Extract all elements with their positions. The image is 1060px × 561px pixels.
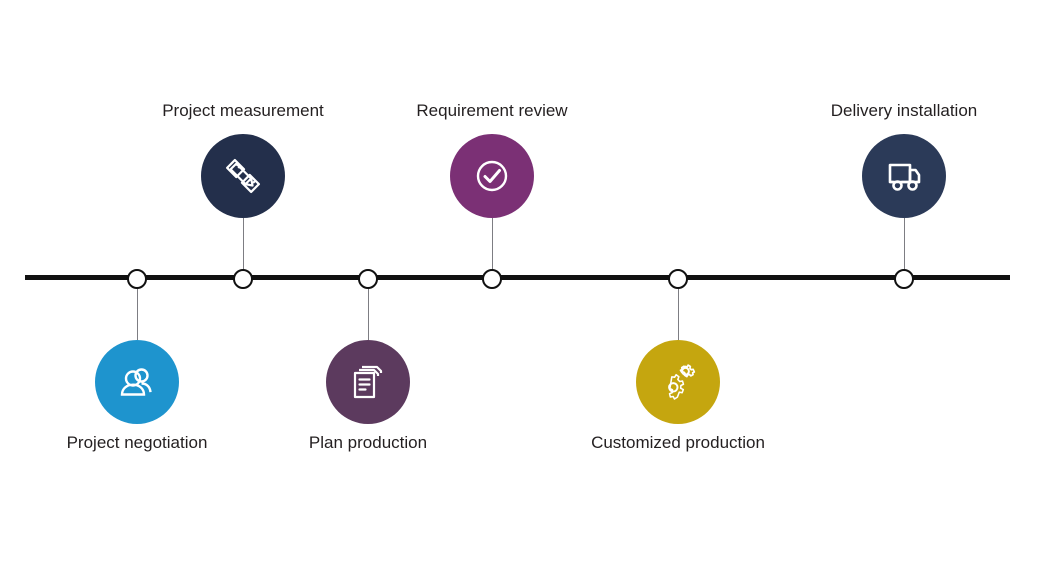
pencil-ruler-icon <box>220 153 266 199</box>
step-icon-bubble-project-measurement[interactable] <box>201 134 285 218</box>
step-icon-bubble-requirement-review[interactable] <box>450 134 534 218</box>
step-label-project-negotiation: Project negotiation <box>66 433 208 452</box>
timeline-node-customized-production[interactable] <box>668 269 688 289</box>
timeline-node-plan-production[interactable] <box>358 269 378 289</box>
step-icon-bubble-delivery-installation[interactable] <box>862 134 946 218</box>
timeline-node-delivery-installation[interactable] <box>894 269 914 289</box>
step-label-delivery-installation: Delivery installation <box>830 101 978 120</box>
check-circle-icon <box>469 153 515 199</box>
step-icon-bubble-plan-production[interactable] <box>326 340 410 424</box>
step-icon-bubble-project-negotiation[interactable] <box>95 340 179 424</box>
stem-project-negotiation <box>137 277 138 340</box>
step-label-requirement-review: Requirement review <box>416 101 568 120</box>
timeline-node-project-measurement[interactable] <box>233 269 253 289</box>
step-label-project-measurement: Project measurement <box>162 101 324 120</box>
stem-requirement-review <box>492 218 493 277</box>
gears-icon <box>655 359 701 405</box>
step-label-plan-production: Plan production <box>308 433 428 452</box>
stem-customized-production <box>678 277 679 340</box>
documents-icon <box>345 359 391 405</box>
stem-delivery-installation <box>904 218 905 277</box>
step-icon-bubble-customized-production[interactable] <box>636 340 720 424</box>
stem-project-measurement <box>243 218 244 277</box>
timeline-node-project-negotiation[interactable] <box>127 269 147 289</box>
delivery-truck-icon <box>881 153 927 199</box>
timeline-rail <box>25 275 1010 280</box>
step-label-customized-production: Customized production <box>591 433 765 452</box>
stem-plan-production <box>368 277 369 340</box>
people-group-icon <box>114 359 160 405</box>
timeline-node-requirement-review[interactable] <box>482 269 502 289</box>
